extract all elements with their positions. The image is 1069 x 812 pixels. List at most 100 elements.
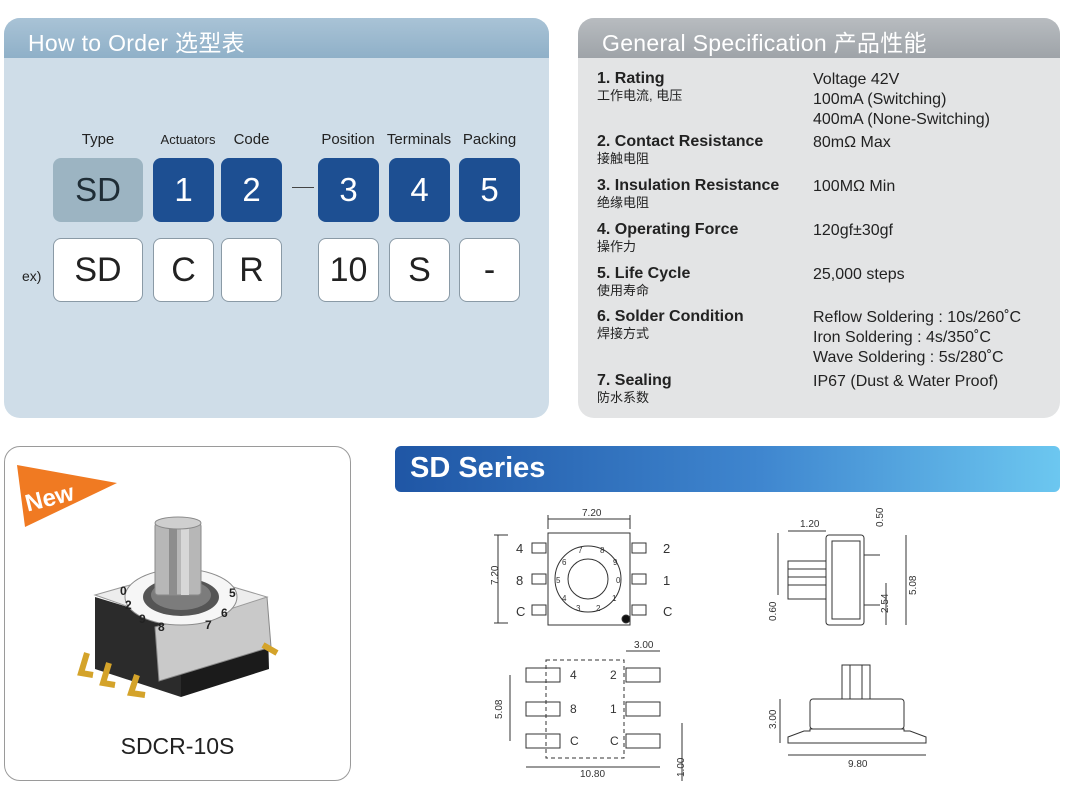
spec-value: 120gf±30gf (813, 222, 893, 239)
example-actuators-box: C (153, 238, 214, 302)
svg-text:3: 3 (576, 604, 581, 613)
example-packing-box: - (459, 238, 520, 302)
how-to-order-panel: How to Order 选型表 Type Actuators Code Pos… (4, 18, 549, 418)
column-packing-label: Packing (462, 131, 517, 148)
svg-text:5: 5 (229, 586, 236, 600)
spec-name: 5. Life Cycle (597, 265, 691, 282)
pin-label: 2 (663, 541, 670, 556)
svg-text:5: 5 (556, 576, 561, 585)
spec-value: Iron Soldering : 4s/350˚C (813, 329, 991, 346)
column-actuators-label: Actuators (160, 132, 216, 147)
svg-text:4: 4 (562, 594, 567, 603)
code-separator-dash (292, 187, 314, 188)
side-height-dim: 7.20 (490, 565, 501, 585)
spec-value: Wave Soldering : 5s/280˚C (813, 349, 1004, 366)
top-view-drawing: 7.20 7.20 4 8 C 2 1 C 7 8 9 0 1 2 3 4 (490, 508, 672, 626)
series-title: SD Series (410, 452, 546, 484)
svg-text:3.00: 3.00 (634, 640, 654, 651)
spec-name: 4. Operating Force (597, 221, 739, 238)
example-type-box: SD (53, 238, 143, 302)
spec-name-cn: 接触电阻 (597, 151, 650, 166)
pad-label: 2 (610, 668, 617, 682)
rotary-switch-illustration: 0 2 9 8 7 6 5 (77, 516, 279, 698)
series-banner: SD Series (395, 446, 1060, 492)
pin-label: C (516, 604, 525, 619)
svg-text:7: 7 (205, 618, 212, 632)
actuators-code-box: 1 (153, 158, 214, 222)
spec-value: IP67 (Dust & Water Proof) (813, 373, 999, 390)
new-badge: New (17, 465, 117, 527)
svg-text:10.80: 10.80 (580, 769, 605, 780)
spec-name: 2. Contact Resistance (597, 133, 764, 150)
spec-name-cn: 绝缘电阻 (597, 195, 650, 210)
pad-label: 4 (570, 668, 577, 682)
svg-text:5.08: 5.08 (494, 699, 505, 719)
pad-label: C (570, 734, 579, 748)
packing-code-box: 5 (459, 158, 520, 222)
svg-text:2.54: 2.54 (880, 593, 891, 613)
spec-name-cn: 焊接方式 (597, 326, 650, 341)
product-model-name: SDCR-10S (120, 733, 235, 759)
pin-label: 1 (663, 573, 670, 588)
svg-text:0.50: 0.50 (875, 507, 886, 527)
side-view-drawing: 1.20 0.50 5.08 2.54 0.60 (768, 507, 919, 626)
spec-name-cn: 工作电流, 电压 (597, 88, 683, 103)
column-type-label: Type (81, 131, 115, 148)
spec-value: 100MΩ Min (813, 178, 896, 195)
how-to-order-header: How to Order 选型表 (4, 18, 549, 58)
pin-label: C (663, 604, 672, 619)
column-code-label: Code (233, 131, 270, 148)
spec-value: 25,000 steps (813, 266, 905, 283)
terminals-code-box: 4 (389, 158, 450, 222)
spec-name: 1. Rating (597, 70, 665, 87)
svg-text:2: 2 (125, 598, 132, 612)
code-code-box: 2 (221, 158, 282, 222)
spec-name-cn: 使用寿命 (597, 283, 650, 298)
svg-text:7: 7 (578, 546, 583, 555)
pad-label: C (610, 734, 619, 748)
pin-label: 4 (516, 541, 523, 556)
svg-text:0.60: 0.60 (768, 601, 779, 621)
pad-label: 8 (570, 702, 577, 716)
spec-value: Voltage 42V (813, 71, 900, 88)
svg-text:9.80: 9.80 (848, 759, 868, 770)
top-width-dim: 7.20 (582, 508, 602, 519)
example-code-box: R (221, 238, 282, 302)
spec-value: 100mA (Switching) (813, 91, 947, 108)
svg-text:6: 6 (562, 558, 567, 567)
general-specification-header: General Specification 产品性能 (578, 18, 1060, 58)
example-terminals-box: S (389, 238, 450, 302)
svg-text:8: 8 (600, 546, 605, 555)
spec-name: 3. Insulation Resistance (597, 177, 780, 194)
svg-text:5.08: 5.08 (908, 575, 919, 595)
column-position-label: Position (321, 131, 375, 148)
position-code-box: 3 (318, 158, 379, 222)
dimension-drawings: 7.20 7.20 4 8 C 2 1 C 7 8 9 0 1 2 3 4 (490, 507, 927, 781)
spec-name: 6. Solder Condition (597, 308, 744, 325)
svg-text:1.00: 1.00 (676, 757, 687, 777)
pad-label: 1 (610, 702, 617, 716)
example-position-box: 10 (318, 238, 379, 302)
product-photo-panel: New 0 2 9 8 7 6 5 (4, 446, 351, 781)
pin-label: 8 (516, 573, 523, 588)
svg-text:6: 6 (221, 606, 228, 620)
svg-text:0: 0 (120, 584, 127, 598)
spec-name: 7. Sealing (597, 372, 672, 389)
column-terminals-label: Terminals (386, 131, 452, 148)
pad-layout-drawing: 3.00 5.08 10.80 1.00 4 2 8 1 C C (494, 640, 687, 781)
svg-text:3.00: 3.00 (768, 709, 779, 729)
front-view-drawing: 9.80 3.00 (768, 664, 927, 770)
svg-text:2: 2 (596, 604, 601, 613)
product-photo: New 0 2 9 8 7 6 5 (17, 465, 279, 698)
svg-text:1.20: 1.20 (800, 519, 820, 530)
spec-value: 400mA (None-Switching) (813, 111, 990, 128)
svg-text:1: 1 (612, 594, 617, 603)
example-label: ex) (22, 268, 42, 284)
svg-text:8: 8 (158, 620, 165, 634)
svg-text:9: 9 (139, 612, 146, 626)
svg-text:0: 0 (616, 576, 621, 585)
spec-name-cn: 防水系数 (597, 390, 650, 405)
spec-value: Reflow Soldering : 10s/260˚C (813, 309, 1022, 326)
spec-value: 80mΩ Max (813, 134, 891, 151)
